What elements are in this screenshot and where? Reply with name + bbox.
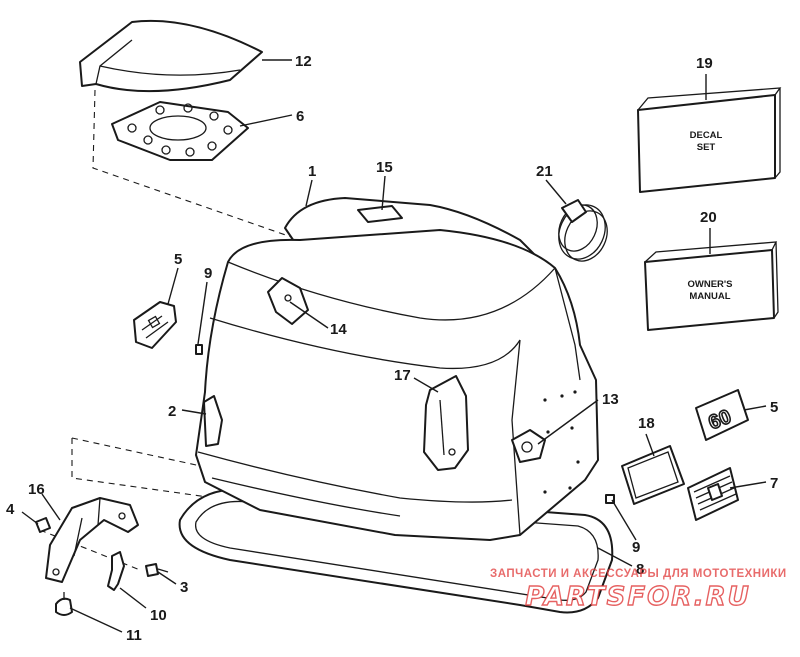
callout-1: 1 [308,163,316,180]
callout-9-left: 9 [204,265,212,282]
part-4-clip [35,517,51,533]
callout-15: 15 [376,159,393,176]
part-17-latch-bracket [423,375,469,471]
watermark-brand-logo: PARTSFOR.RU [525,581,750,612]
callout-numbers: 12 6 1 15 21 19 20 5 9 14 17 2 13 18 5 7… [6,53,778,644]
callout-4: 4 [6,501,15,518]
part-3-screw [145,563,169,577]
part-5-latch-block [133,301,177,349]
callout-11: 11 [126,627,142,644]
part-21-wire-coil [558,199,608,262]
watermark: ЗАПЧАСТИ И АКСЕССУАРЫ ДЛЯ МОТОТЕХНИКИ PA… [490,568,787,613]
svg-text:PARTSFOR.RU: PARTSFOR.RU [525,582,750,612]
manual-box-line1: OWNER'S [687,279,732,290]
part-20-manual-box: OWNER'S MANUAL [644,241,779,331]
part-19-decal-box: DECAL SET [637,87,782,193]
callout-18: 18 [638,415,655,432]
callout-3: 3 [180,579,188,596]
callout-7: 7 [770,475,778,492]
callout-16: 16 [28,481,45,498]
part-2-side-latch [203,395,223,447]
part-14-latch-plate [267,277,309,325]
manual-box-line2: MANUAL [689,291,730,302]
part-13-grommet [511,429,546,463]
part-10-spring-clip [107,551,125,591]
callout-10: 10 [150,607,167,624]
watermark-subtitle: ЗАПЧАСТИ И АКСЕССУАРЫ ДЛЯ МОТОТЕХНИКИ [490,568,787,580]
part-9-screw-left [195,344,203,355]
callout-9-right: 9 [632,539,640,556]
callout-5-left: 5 [174,251,182,268]
callout-14: 14 [330,321,347,338]
callout-5-right: 5 [770,399,778,416]
leader-lines [21,59,767,633]
part-5-model-badge: 60 [695,389,749,441]
callout-2: 2 [168,403,176,420]
callout-13: 13 [602,391,619,408]
decal-box-line1: DECAL [690,130,723,141]
callout-17: 17 [394,367,411,384]
callout-6: 6 [296,108,304,125]
part-18-plate [621,445,685,505]
callout-19: 19 [696,55,713,72]
decal-box-line2: SET [697,142,716,153]
part-15-vent-clip [357,205,403,223]
callout-21: 21 [536,163,553,180]
part-7-grille [687,467,739,521]
callout-20: 20 [700,209,717,226]
part-6-gasket [111,101,249,161]
part-12-cover-cap [79,19,263,93]
part-11-bumper [55,592,73,616]
callout-8: 8 [636,561,644,578]
part-16-bracket [45,497,139,583]
callout-12: 12 [295,53,312,70]
